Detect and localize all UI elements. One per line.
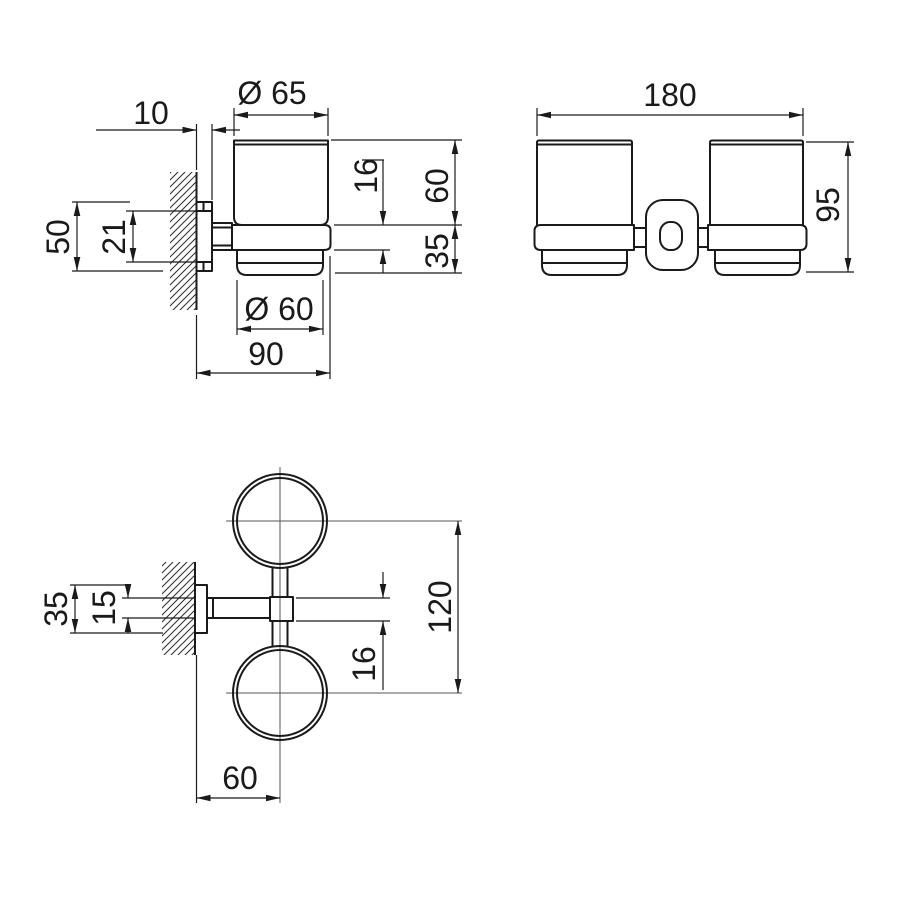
dim-cup-bottom-diameter-label: Ø 60 <box>244 291 313 327</box>
dim-bar-width: 15 <box>86 584 195 633</box>
top-mount-bar <box>207 596 294 622</box>
holder-ring <box>231 224 332 251</box>
centerlines <box>226 467 462 803</box>
front-mount-hub <box>659 221 683 251</box>
dim-bar-depth: 16 <box>296 572 390 690</box>
top-view: 35 15 16 120 60 <box>38 467 462 803</box>
dim-rosette-collar: 21 <box>96 210 196 263</box>
dim-lower-height: 35 <box>335 225 462 274</box>
front-right-glass-bottom <box>714 249 801 276</box>
dim-total-depth: 90 <box>195 256 331 379</box>
holder-stem <box>211 222 233 251</box>
front-left-cup <box>536 139 633 225</box>
dim-wall-offset-label: 10 <box>133 95 169 131</box>
front-right-cup <box>709 139 804 225</box>
front-connecting-bar <box>634 227 708 248</box>
side-view: 10 Ø 65 50 21 16 <box>40 75 462 379</box>
dim-bar-depth-label: 16 <box>346 646 382 682</box>
front-left-ring <box>533 224 635 251</box>
dim-cup-diameter-label: Ø 65 <box>237 75 306 111</box>
dim-upper-height-label: 60 <box>419 168 455 204</box>
dim-rosette-width: 35 <box>38 584 163 634</box>
dim-rosette-collar-label: 21 <box>96 219 132 255</box>
dim-ring-height-label: 16 <box>348 158 384 194</box>
dim-rosette-diameter: 50 <box>40 201 163 272</box>
wall-hatch <box>170 172 197 310</box>
dim-cup-center-span: 120 <box>422 521 462 693</box>
dim-ring-height: 16 <box>334 158 462 273</box>
front-view: 180 95 <box>533 77 854 276</box>
dim-cup-center-span-label: 120 <box>422 580 458 633</box>
dim-wall-to-center: 60 <box>195 655 280 803</box>
top-cup-1 <box>232 473 328 569</box>
dim-total-height-label: 95 <box>810 187 846 223</box>
dim-upper-height: 60 <box>331 139 462 225</box>
front-left-glass-bottom <box>541 249 628 276</box>
dim-total-depth-label: 90 <box>248 336 284 372</box>
dim-bar-width-label: 15 <box>86 590 122 626</box>
top-wall-plate <box>194 584 208 634</box>
dim-rosette-diameter-label: 50 <box>40 219 76 255</box>
dim-rosette-width-label: 35 <box>38 591 74 627</box>
dim-total-width: 180 <box>536 77 804 136</box>
front-right-ring <box>707 224 808 251</box>
wall-plate-profile <box>195 201 213 272</box>
dim-total-width-label: 180 <box>643 77 696 113</box>
glass-cup <box>233 139 329 226</box>
dim-cup-bottom-diameter: Ø 60 <box>236 280 324 335</box>
top-wall-hatch <box>162 562 195 655</box>
top-cross-bar <box>271 568 289 646</box>
top-cup-2 <box>232 645 328 741</box>
dim-wall-offset: 10 <box>96 95 240 200</box>
dim-wall-to-center-label: 60 <box>222 760 258 796</box>
glass-bottom <box>236 249 324 276</box>
dim-total-height: 95 <box>806 141 854 273</box>
dim-lower-height-label: 35 <box>419 233 455 269</box>
dim-cup-diameter: Ø 65 <box>233 75 329 136</box>
front-mount-bracket <box>645 199 699 271</box>
